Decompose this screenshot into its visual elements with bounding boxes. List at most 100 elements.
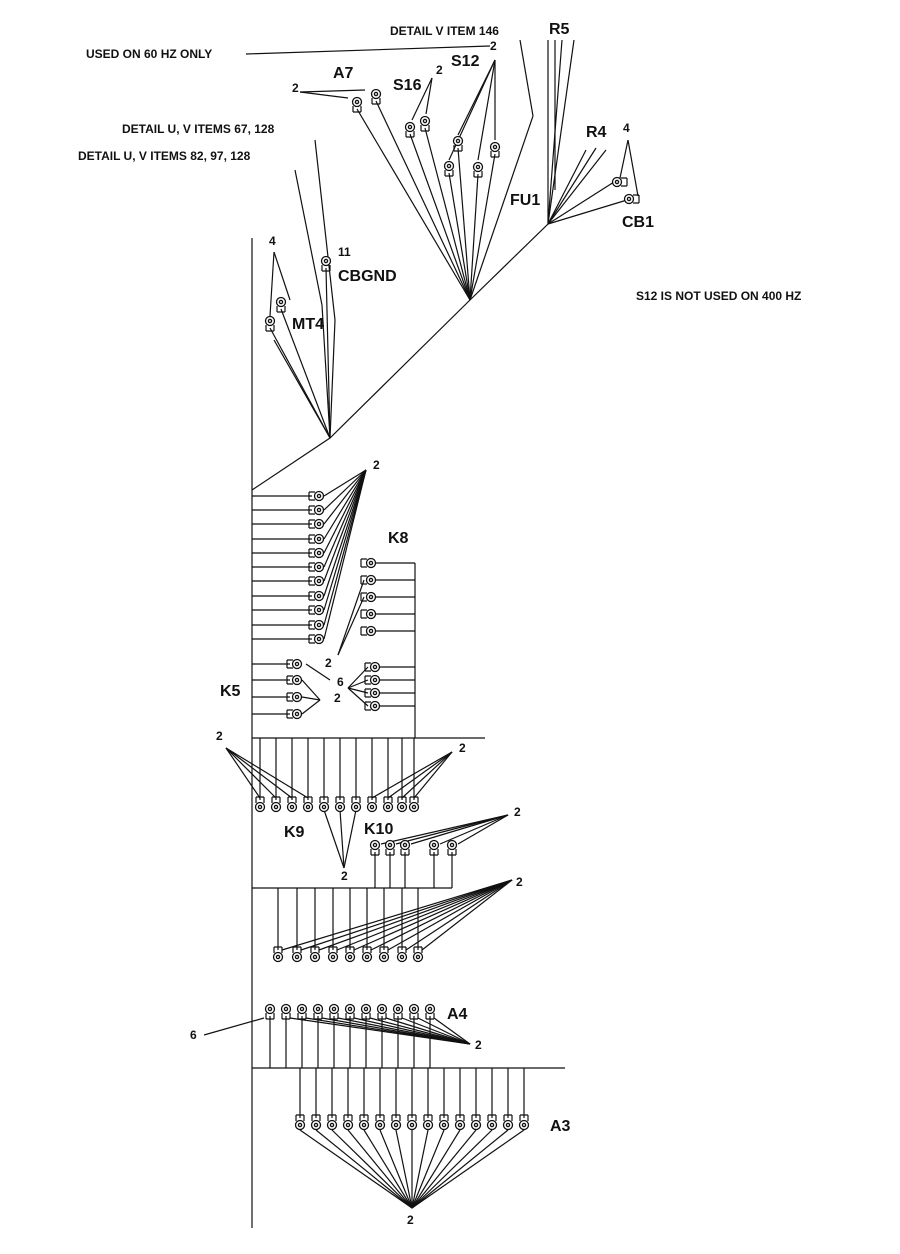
wire: [405, 879, 513, 951]
wire: [469, 153, 496, 301]
terminal-lugs: [254, 88, 640, 1131]
k5-lug: [308, 504, 325, 516]
wire: [225, 747, 277, 799]
a3-lug: [422, 1114, 434, 1131]
wire: [457, 147, 471, 301]
wire: [379, 1129, 413, 1209]
row3-lug: [309, 946, 321, 963]
label-FU1: FU1: [510, 192, 540, 209]
wire: [337, 579, 365, 656]
k9-lug: [350, 796, 362, 813]
k5-lug: [308, 547, 325, 559]
wire: [401, 1017, 471, 1045]
wire: [424, 127, 471, 301]
label-S12: S12: [451, 53, 480, 70]
mt4-lug: [275, 296, 287, 313]
wire: [457, 59, 496, 136]
wire: [371, 751, 453, 799]
wire: [410, 814, 509, 845]
cb1-lug: [611, 176, 628, 188]
k5-lug: [308, 490, 325, 502]
wire: [299, 1129, 413, 1209]
row3-lug: [272, 946, 284, 963]
wire: [547, 199, 628, 225]
k10-lug: [446, 839, 458, 856]
a4-lug: [376, 1003, 388, 1020]
wire: [547, 39, 563, 225]
count-k5-lower: 2: [334, 691, 341, 705]
wire: [225, 747, 261, 799]
wire: [627, 139, 639, 197]
count-cb1: 4: [623, 121, 630, 135]
k8-lug: [360, 557, 377, 569]
k9-lug: [396, 796, 408, 813]
note-detail-uv-67: DETAIL U, V ITEMS 67, 128: [122, 122, 275, 136]
note-detail-v-146: DETAIL V ITEM 146: [390, 24, 499, 38]
k5-lug: [286, 708, 303, 720]
a3-lug: [390, 1114, 402, 1131]
harness-trunk: [251, 40, 556, 1228]
wire: [411, 1129, 429, 1209]
count-cbgnd: 11: [338, 245, 351, 259]
wire: [315, 1129, 413, 1209]
label-A4: A4: [447, 1006, 468, 1023]
wire: [547, 147, 597, 225]
wire: [421, 879, 513, 951]
k5-lug: [308, 604, 325, 616]
count-k9-left: 2: [216, 729, 223, 743]
row3-lug: [327, 946, 339, 963]
wire: [469, 173, 479, 301]
label-R5: R5: [549, 21, 570, 38]
row3-lug: [412, 946, 424, 963]
s16-lug: [404, 121, 416, 138]
wire: [323, 469, 367, 568]
s12-lug: [443, 160, 455, 177]
wire: [439, 814, 509, 845]
wire: [331, 1129, 413, 1209]
label-MT4: MT4: [292, 316, 324, 333]
a3-lug: [374, 1114, 386, 1131]
wire: [336, 879, 513, 951]
wire: [325, 267, 331, 439]
row3-lug: [396, 946, 408, 963]
label-K8: K8: [388, 530, 409, 547]
count-k9-bottom: 2: [341, 869, 348, 883]
a4-lug: [312, 1003, 324, 1020]
wire: [225, 747, 309, 799]
wire: [433, 1017, 471, 1045]
count-s12: 2: [490, 39, 497, 53]
count-k5-upper: 2: [373, 458, 380, 472]
wire-runs: [203, 39, 639, 1209]
k9-lug: [408, 796, 420, 813]
a4-lug: [328, 1003, 340, 1020]
wire: [301, 699, 321, 715]
k8-lug: [360, 608, 377, 620]
count-k10: 2: [514, 805, 521, 819]
wire: [547, 181, 615, 225]
wire: [369, 1017, 471, 1045]
wire: [273, 251, 291, 301]
note-s12: S12 IS NOT USED ON 400 HZ: [636, 289, 801, 303]
k9-lug: [270, 796, 282, 813]
count-s16: 2: [436, 63, 443, 77]
count-row3: 2: [516, 875, 523, 889]
a3-lug: [502, 1114, 514, 1131]
a4-lug: [296, 1003, 308, 1020]
wire: [448, 172, 471, 301]
wire: [417, 1017, 471, 1045]
k9-lug: [302, 796, 314, 813]
wire: [375, 100, 471, 301]
wire: [395, 814, 509, 845]
a3-lug: [454, 1114, 466, 1131]
k10-lug: [428, 839, 440, 856]
a4-lug: [360, 1003, 372, 1020]
wire: [323, 469, 367, 525]
k8-lug: [360, 591, 377, 603]
a3-lug: [326, 1114, 338, 1131]
wire: [457, 814, 509, 845]
wire: [519, 39, 534, 117]
a7-lug: [351, 96, 363, 113]
count-k8-left: 2: [325, 656, 332, 670]
a3-lug: [342, 1114, 354, 1131]
